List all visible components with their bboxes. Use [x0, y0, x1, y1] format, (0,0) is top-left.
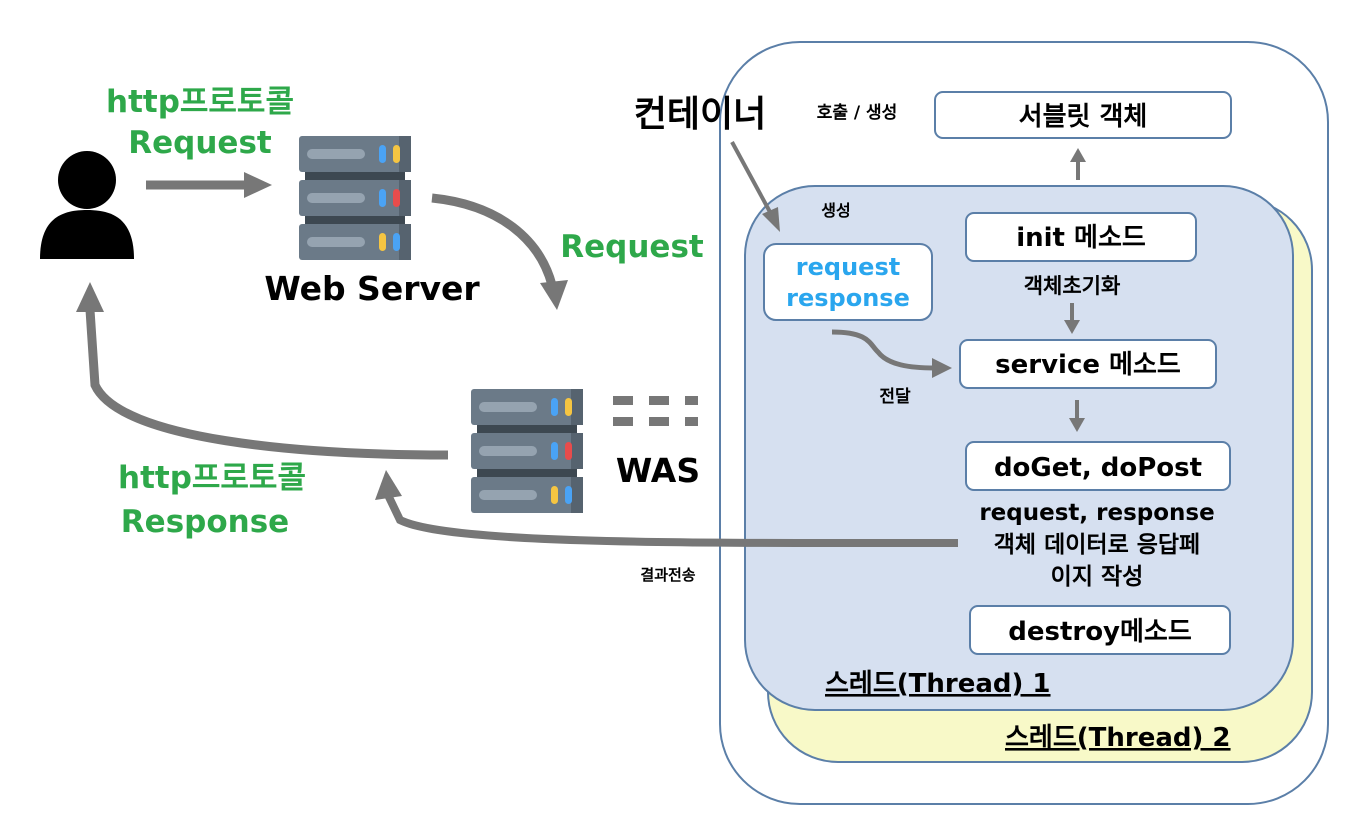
request-object-label: request [796, 253, 900, 281]
thread2-label: 스레드(Thread) 2 [1005, 723, 1231, 753]
call-create-label: 호출 / 생성 [817, 103, 898, 123]
request-response-box [763, 243, 933, 321]
thread1-label: 스레드(Thread) 1 [825, 669, 1051, 699]
client-response-label-2: Response [121, 504, 289, 540]
arrow-user-to-webserver [146, 172, 272, 198]
doget-dopost-box [965, 441, 1231, 491]
init-method-box [965, 212, 1197, 262]
arrow-container-to-reqres [730, 141, 780, 232]
destroy-method-label: destroy메소드 [1008, 617, 1192, 647]
doget-desc-line1: request, response [979, 500, 1214, 526]
user-icon [40, 151, 134, 259]
arrow-webserver-to-was [431, 193, 568, 310]
doget-desc-line3: 이지 작성 [1051, 564, 1144, 590]
destroy-method-box [969, 605, 1231, 655]
servlet-object-label: 서블릿 객체 [1019, 102, 1148, 132]
arrow-init-to-service [1064, 303, 1080, 334]
arrow-reqres-to-service [831, 329, 952, 378]
was-dash-icon [613, 396, 698, 426]
result-send-label: 결과전송 [640, 566, 695, 584]
init-desc-label: 객체초기화 [1024, 274, 1121, 298]
service-method-box [959, 339, 1217, 389]
was-label: WAS [616, 451, 700, 490]
arrow-service-to-doget [1069, 400, 1085, 432]
container-label: 컨테이너 [634, 94, 766, 135]
service-method-label: service 메소드 [995, 350, 1181, 380]
init-method-label: init 메소드 [1016, 223, 1146, 253]
arrow-result-to-was [375, 470, 959, 548]
arrow-was-to-user [76, 282, 449, 460]
create-label: 생성 [821, 201, 850, 220]
response-object-label: response [786, 284, 910, 312]
client-request-label-1: http프로토콜 [106, 84, 294, 120]
webserver-request-label: Request [560, 229, 704, 265]
servlet-object-box [934, 91, 1232, 139]
doget-dopost-label: doGet, doPost [994, 453, 1202, 483]
was-server-icon [471, 389, 583, 513]
deliver-label: 전달 [879, 386, 911, 407]
client-response-label-1: http프로토콜 [118, 460, 306, 496]
doget-desc-line2: 객체 데이터로 응답페 [994, 532, 1200, 558]
arrow-init-to-servlet [1070, 148, 1086, 180]
web-server-icon [299, 136, 411, 260]
web-server-label: Web Server [264, 269, 480, 308]
client-request-label-2: Request [128, 125, 272, 161]
